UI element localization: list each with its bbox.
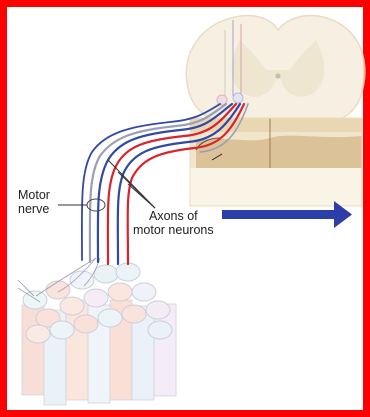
motor-nerve-label-line1: Motor: [18, 188, 50, 202]
spinal-cord: [186, 15, 365, 126]
muscle-fiber-bundle: [22, 263, 176, 405]
axons-label: Axons of motor neurons: [133, 209, 214, 237]
axons-label-line2: motor neurons: [133, 223, 214, 237]
axons-leader-lines: [108, 160, 155, 208]
motor-nerve-label: Motor nerve: [18, 188, 50, 216]
axons-label-line1: Axons of: [133, 209, 214, 223]
motor-nerve-label-line2: nerve: [18, 202, 50, 216]
